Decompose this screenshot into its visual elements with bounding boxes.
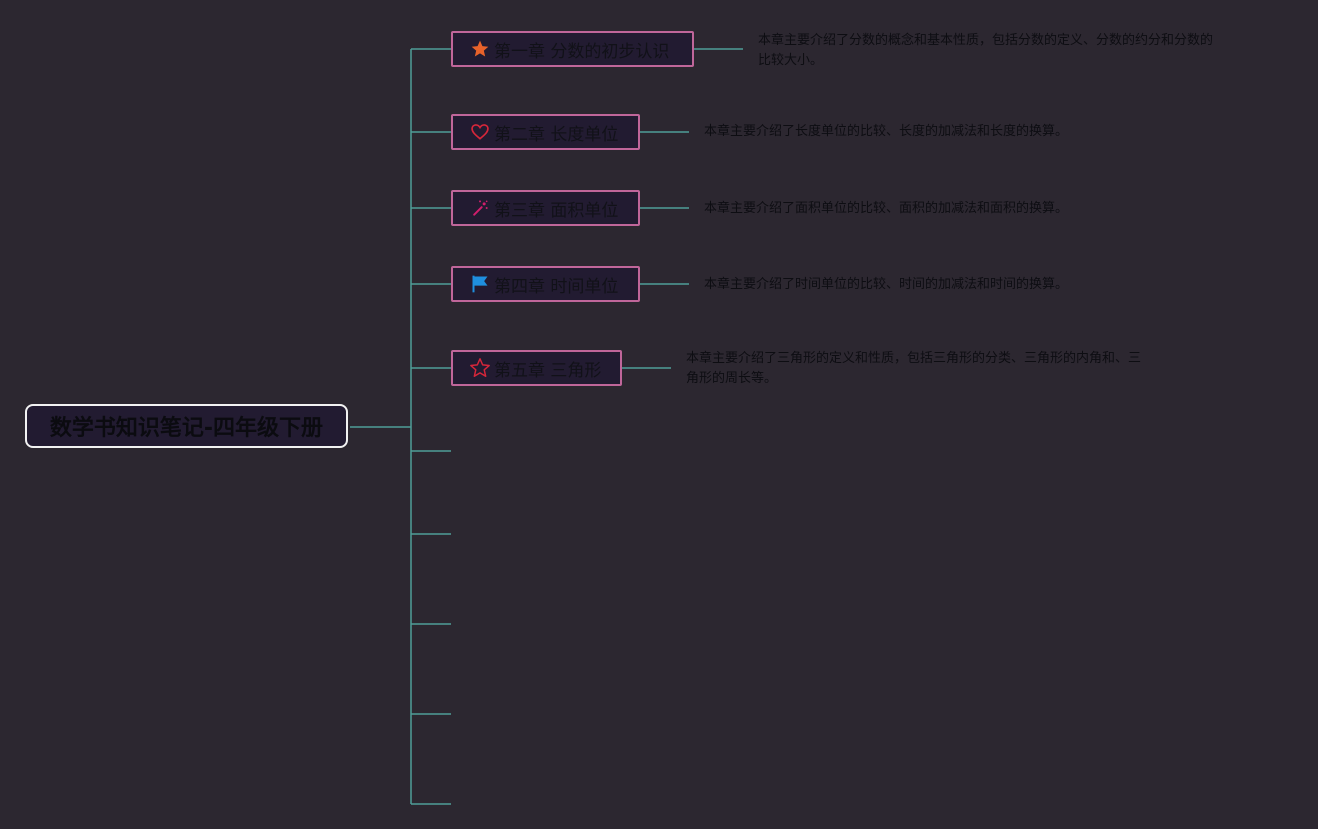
description-line: 本章主要介绍了时间单位的比较、时间的加减法和时间的换算。 [704,277,1069,292]
description-line: 比较大小。 [758,53,824,68]
chapter-description-1: 本章主要介绍了分数的概念和基本性质，包括分数的定义、分数的约分和分数的 比较大小… [758,31,1213,71]
magic-wand-icon [469,197,491,219]
chapter-title: 第五章 三角形 [494,360,602,381]
description-line: 本章主要介绍了长度单位的比较、长度的加减法和长度的换算。 [704,124,1069,139]
root-title: 数学书知识笔记-四年级下册 [49,416,324,441]
flag-icon [469,273,491,295]
star-outline-icon [469,357,491,379]
chapter-title: 第四章 时间单位 [494,276,619,297]
chapter-description-4: 本章主要介绍了时间单位的比较、时间的加减法和时间的换算。 [704,275,1068,295]
root-node[interactable]: 数学书知识笔记-四年级下册 [25,404,348,448]
description-line: 本章主要介绍了分数的概念和基本性质，包括分数的定义、分数的约分和分数的 [758,33,1214,48]
chapter-description-2: 本章主要介绍了长度单位的比较、长度的加减法和长度的换算。 [704,122,1068,142]
chapter-description-3: 本章主要介绍了面积单位的比较、面积的加减法和面积的换算。 [704,199,1068,219]
chapter-node-3[interactable]: 第三章 面积单位 [451,190,640,226]
chapter-node-5[interactable]: 第五章 三角形 [451,350,622,386]
description-line: 本章主要介绍了三角形的定义和性质，包括三角形的分类、三角形的内角和、三 [686,351,1142,366]
heart-outline-icon [469,121,491,143]
description-line: 角形的周长等。 [686,371,778,386]
star-filled-icon [469,38,491,60]
description-line: 本章主要介绍了面积单位的比较、面积的加减法和面积的换算。 [704,201,1069,216]
chapter-node-4[interactable]: 第四章 时间单位 [451,266,640,302]
chapter-title: 第三章 面积单位 [494,200,619,221]
chapter-node-1[interactable]: 第一章 分数的初步认识 [451,31,694,67]
chapter-title: 第一章 分数的初步认识 [494,41,670,62]
chapter-description-5: 本章主要介绍了三角形的定义和性质，包括三角形的分类、三角形的内角和、三 角形的周… [686,349,1141,389]
chapter-title: 第二章 长度单位 [494,124,619,145]
chapter-node-2[interactable]: 第二章 长度单位 [451,114,640,150]
